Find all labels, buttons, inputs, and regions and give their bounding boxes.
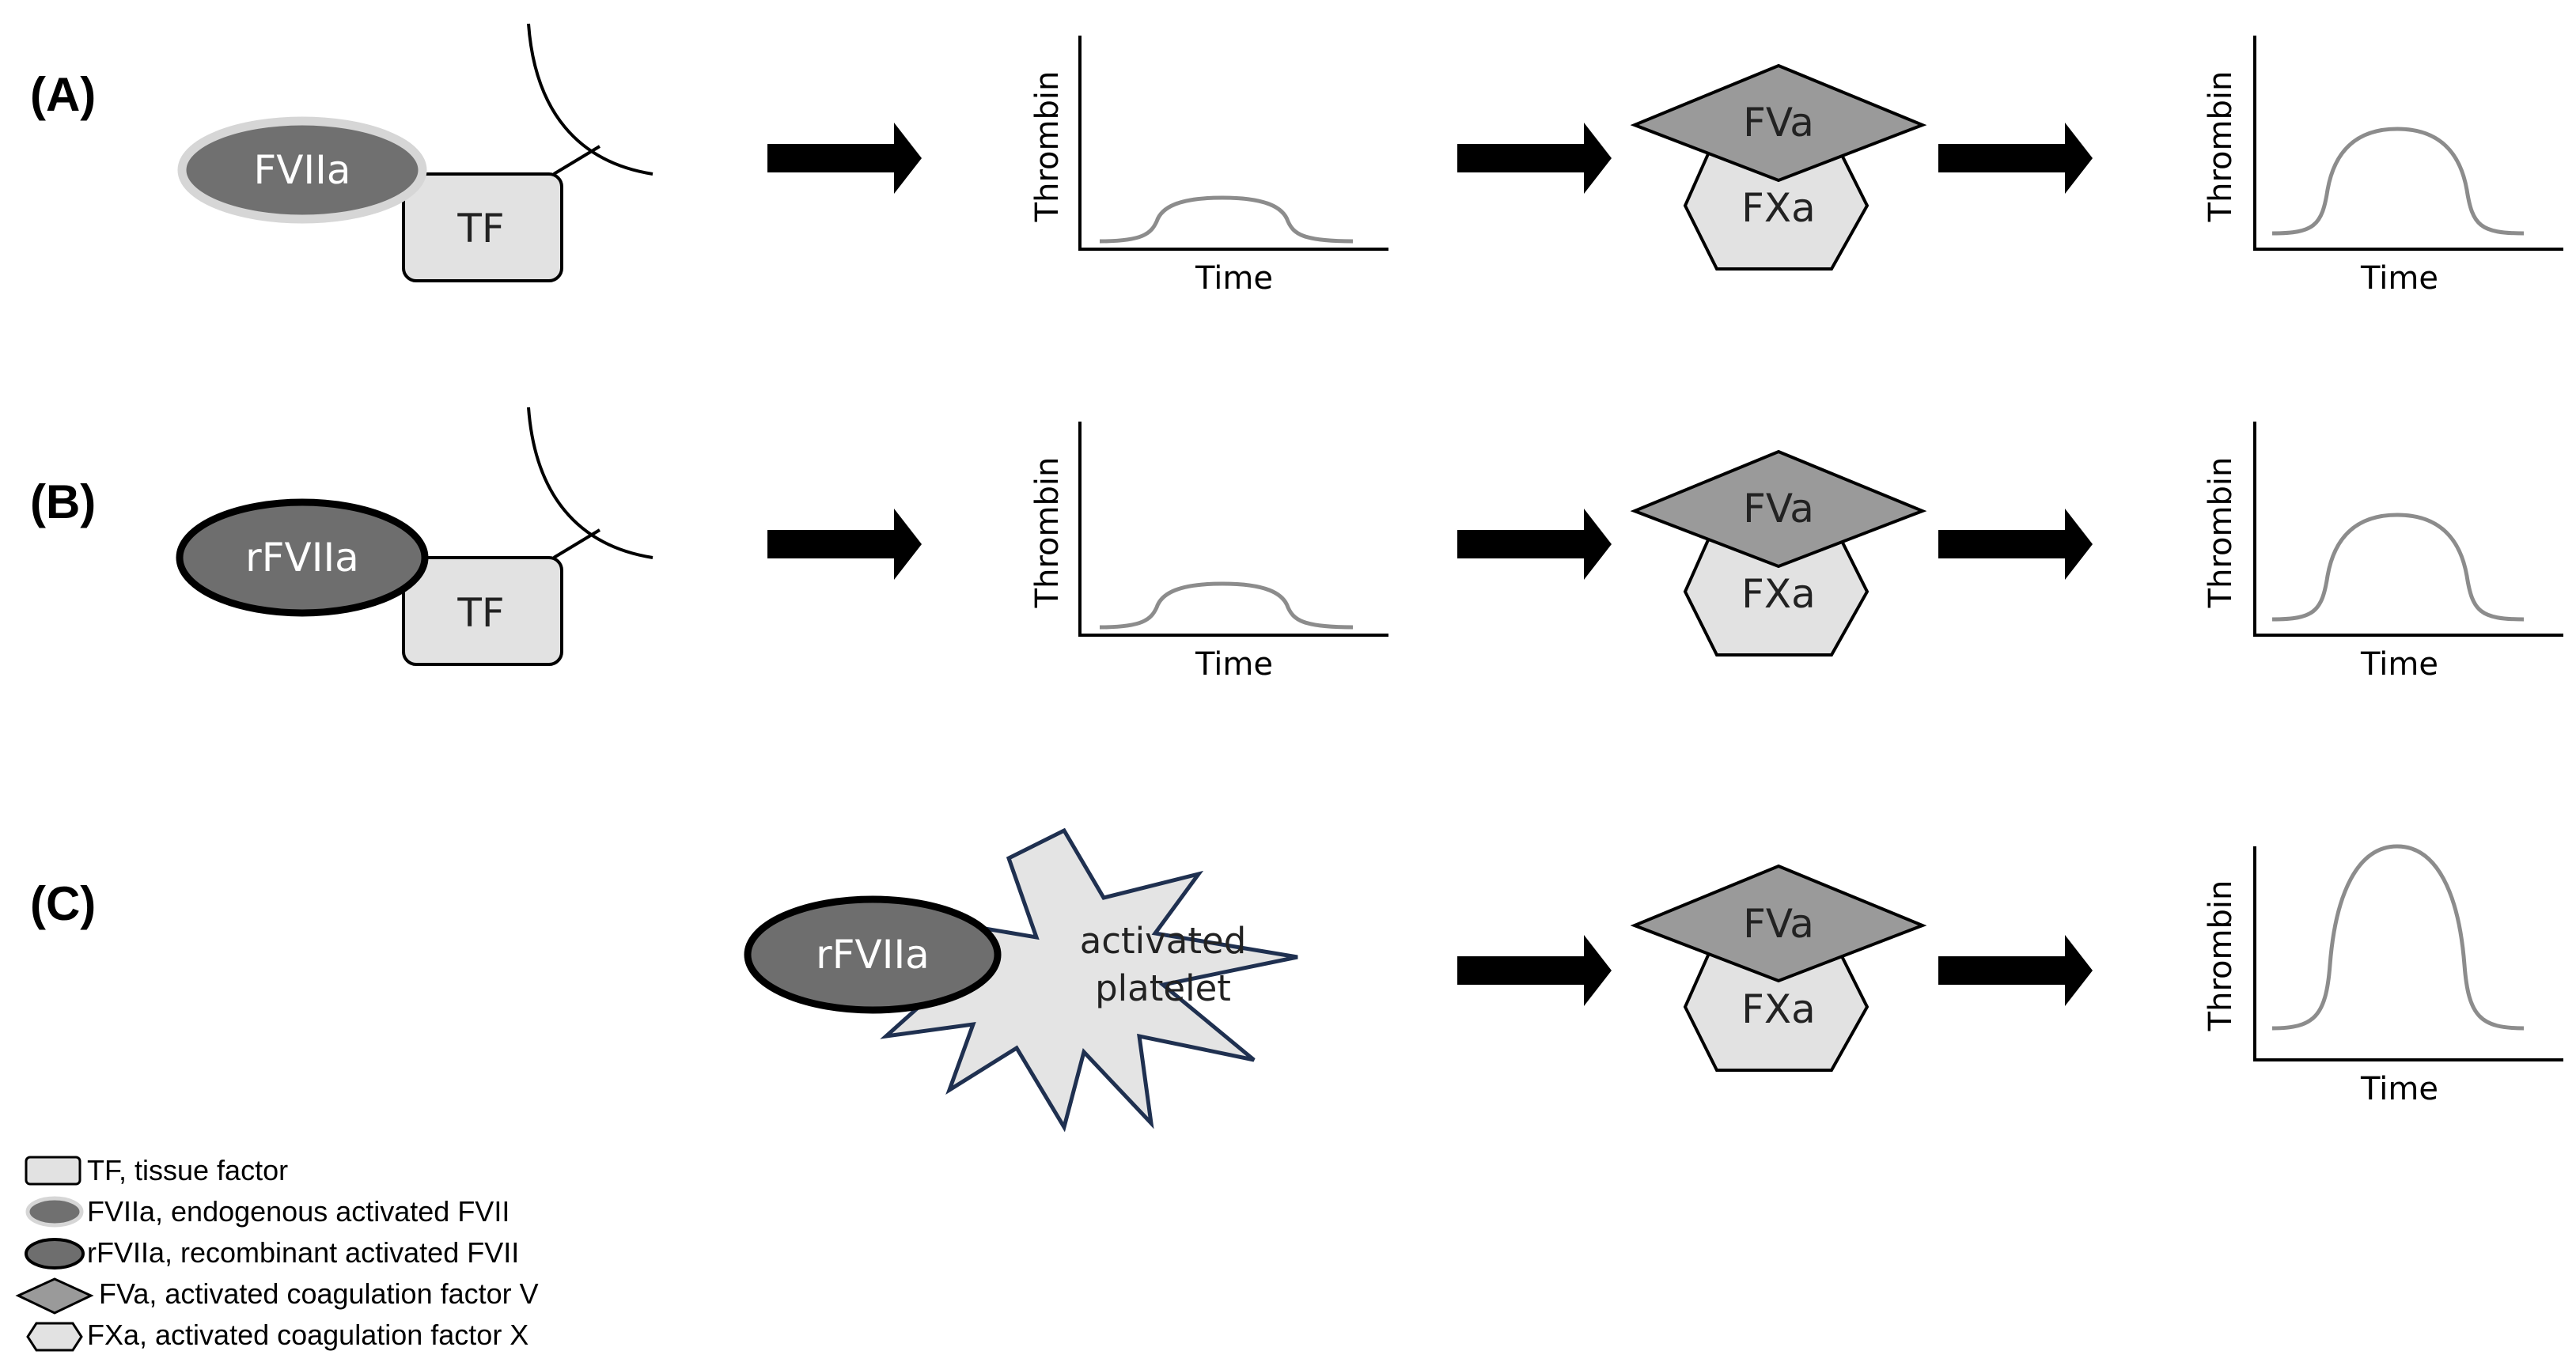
legend-item-fxa: FXa, activated coagulation factor X	[26, 1319, 528, 1352]
tf-box-a	[402, 172, 563, 282]
fva-diamond-c	[1630, 864, 1927, 983]
x-axis-label-a-1: Time	[1195, 260, 1273, 297]
arrow-b-2	[1457, 509, 1612, 580]
legend-rfviia-symbol	[25, 1238, 85, 1270]
panel-label-a: (A)	[30, 68, 96, 121]
fva-label-b: FVa	[1743, 486, 1814, 532]
fva-diamond-a	[1630, 63, 1927, 183]
tf-anchor-b	[552, 528, 601, 559]
x-axis-label-a-2: Time	[2360, 260, 2438, 297]
legend-item-fviia: FVIIa, endogenous activated FVII	[25, 1195, 510, 1228]
panel-label-c: (C)	[30, 877, 96, 930]
panel-label-b: (B)	[30, 475, 96, 528]
y-axis-label-a-1: Thrombin	[1029, 71, 1066, 223]
platelet-label-line1: activated	[1080, 920, 1247, 962]
thrombin-chart-a-high: Time Thrombin	[2203, 36, 2563, 297]
legend-fxa-symbol	[26, 1322, 83, 1352]
legend-item-rfviia: rFVIIa, recombinant activated FVII	[25, 1236, 519, 1270]
arrow-b-1	[767, 509, 922, 580]
cell-membrane-b	[527, 407, 653, 559]
legend-rfviia-text: rFVIIa, recombinant activated FVII	[87, 1236, 519, 1269]
y-axis-label-a-2: Thrombin	[2203, 71, 2239, 223]
x-axis-label-b-2: Time	[2360, 646, 2438, 683]
legend: TF, tissue factor FVIIa, endogenous acti…	[15, 1154, 539, 1352]
x-axis-label-b-1: Time	[1195, 646, 1273, 683]
legend-fva-symbol	[15, 1277, 94, 1315]
legend-item-fva: FVa, activated coagulation factor V	[15, 1277, 539, 1315]
arrow-b-3	[1938, 509, 2093, 580]
fva-diamond-b	[1630, 449, 1927, 569]
thrombin-curve-b-high	[2271, 513, 2525, 622]
y-axis-label-c: Thrombin	[2203, 880, 2239, 1032]
tf-anchor-a	[552, 145, 601, 176]
arrow-a-1	[767, 123, 922, 194]
fxa-label-a: FXa	[1741, 185, 1816, 231]
rfviia-label-c: rFVIIa	[816, 932, 930, 978]
thrombin-curve-b-low	[1099, 581, 1354, 630]
thrombin-chart-b-high: Time Thrombin	[2203, 422, 2563, 683]
tf-label-a: TF	[456, 206, 504, 252]
legend-item-tf: TF, tissue factor	[25, 1154, 288, 1186]
thrombin-curve-a-low	[1099, 195, 1354, 244]
arrow-a-2	[1457, 123, 1612, 194]
fva-label-a: FVa	[1743, 100, 1814, 146]
thrombin-chart-c-burst: Time Thrombin	[2203, 844, 2563, 1107]
tf-box-b	[402, 556, 563, 666]
platelet-label-line2: platelet	[1095, 967, 1231, 1009]
legend-fviia-symbol	[25, 1196, 84, 1228]
fva-label-c: FVa	[1743, 901, 1814, 947]
x-axis-label-c: Time	[2360, 1071, 2438, 1107]
thrombin-chart-b-low: Time Thrombin	[1029, 422, 1388, 683]
thrombin-chart-a-low: Time Thrombin	[1029, 36, 1388, 297]
thrombin-curve-c-burst	[2271, 844, 2525, 1031]
thrombin-curve-a-high	[2271, 127, 2525, 236]
y-axis-label-b-1: Thrombin	[1029, 457, 1066, 609]
legend-fxa-text: FXa, activated coagulation factor X	[87, 1319, 528, 1351]
fxa-label-b: FXa	[1741, 571, 1816, 617]
panel-c: (C) activated platelet rFVIIa FXa FVa Ti…	[30, 827, 2563, 1133]
fviia-ellipse-a	[177, 116, 427, 224]
fviia-label-a: FVIIa	[253, 147, 350, 193]
fxa-label-c: FXa	[1741, 986, 1816, 1032]
y-axis-label-b-2: Thrombin	[2203, 457, 2239, 609]
legend-tf-text: TF, tissue factor	[87, 1154, 288, 1186]
legend-fva-text: FVa, activated coagulation factor V	[99, 1277, 539, 1310]
panel-a: (A) TF FVIIa Time Thrombin FXa FVa	[30, 23, 2563, 297]
cell-membrane-a	[527, 23, 653, 176]
arrow-a-3	[1938, 123, 2093, 194]
panel-b: (B) TF rFVIIa Time Thrombin FXa FVa Time…	[30, 407, 2563, 683]
rfviia-label-b: rFVIIa	[245, 535, 359, 581]
legend-fviia-text: FVIIa, endogenous activated FVII	[87, 1195, 510, 1228]
arrow-c-1	[1457, 935, 1612, 1006]
rfviia-ellipse-b	[176, 498, 429, 617]
legend-tf-symbol	[25, 1156, 81, 1186]
rfviia-ellipse-c	[744, 895, 1002, 1014]
tf-label-b: TF	[456, 590, 504, 636]
arrow-c-2	[1938, 935, 2093, 1006]
